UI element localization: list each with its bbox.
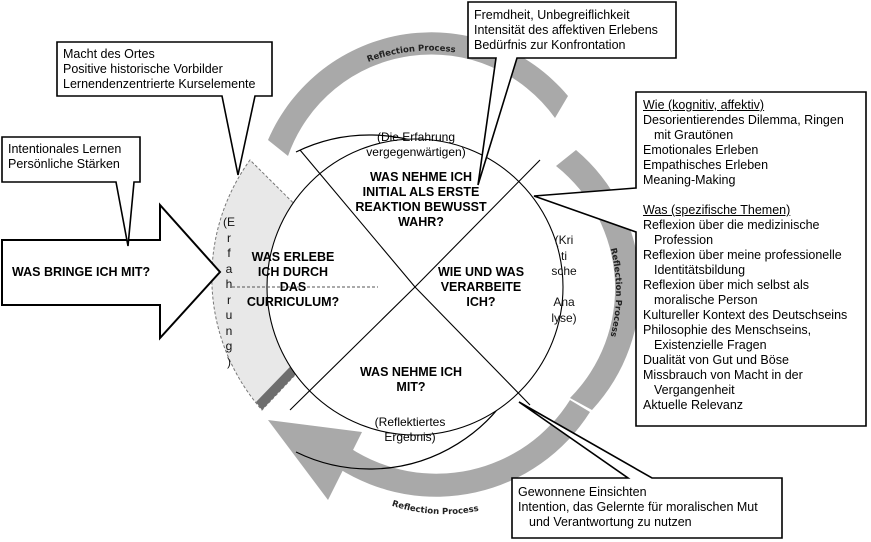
- left-segment-vertical-note: (E r f a h r u n g ): [223, 215, 235, 369]
- input-arrow: [1, 202, 222, 341]
- left-segment-question: WAS ERLEBE ICH DURCH DAS CURRICULUM?: [246, 250, 340, 309]
- wie-heading: Wie (kognitiv, affektiv): [643, 98, 765, 112]
- input-arrow-label: WAS BRINGE ICH MIT?: [12, 265, 151, 279]
- divider-sw: [289, 286, 416, 411]
- reflection-band-bottom: [338, 400, 590, 497]
- was-heading: Was (spezifische Themen): [643, 203, 791, 217]
- right-quadrant-question: WIE UND WAS VERARBEITE ICH?: [437, 265, 525, 309]
- right-quadrant-vertical-note: (Kri ti sche Ana lyse): [551, 233, 577, 325]
- callout-top-right-text: Fremdheit, Unbegreiflichkeit Intensität …: [474, 8, 658, 52]
- bottom-quadrant-note: (Reflektiertes Ergebnis): [374, 415, 446, 444]
- top-quadrant-note: (Die Erfahrung vergegenwärtigen): [366, 130, 466, 159]
- divider-nw: [299, 149, 416, 288]
- top-quadrant-question: WAS NEHME ICH INITIAL ALS ERSTE REAKTION…: [355, 170, 487, 229]
- callout-bottom-right: [511, 401, 783, 539]
- bottom-quadrant-question: WAS NEHME ICH MIT?: [359, 365, 463, 394]
- callout-right-panel: [533, 91, 867, 427]
- callout-left-text: Intentionales Lernen Persönliche Stärken: [8, 142, 122, 171]
- divider-se: [414, 286, 531, 406]
- callout-top-left-text: Macht des Ortes Positive historische Vor…: [63, 47, 256, 91]
- callout-top-left: [56, 41, 273, 176]
- callout-top-right: [467, 1, 677, 186]
- callout-right-panel-text: Wie (kognitiv, affektiv) Desorientierend…: [643, 98, 848, 412]
- callout-left: [1, 136, 141, 247]
- callout-bottom-right-text: Gewonnene Einsichten Intention, das Gele…: [518, 485, 758, 529]
- divider-ne: [414, 159, 541, 288]
- band-label-bottom: Reflection Process: [391, 499, 480, 517]
- reflection-band-top: [268, 32, 568, 157]
